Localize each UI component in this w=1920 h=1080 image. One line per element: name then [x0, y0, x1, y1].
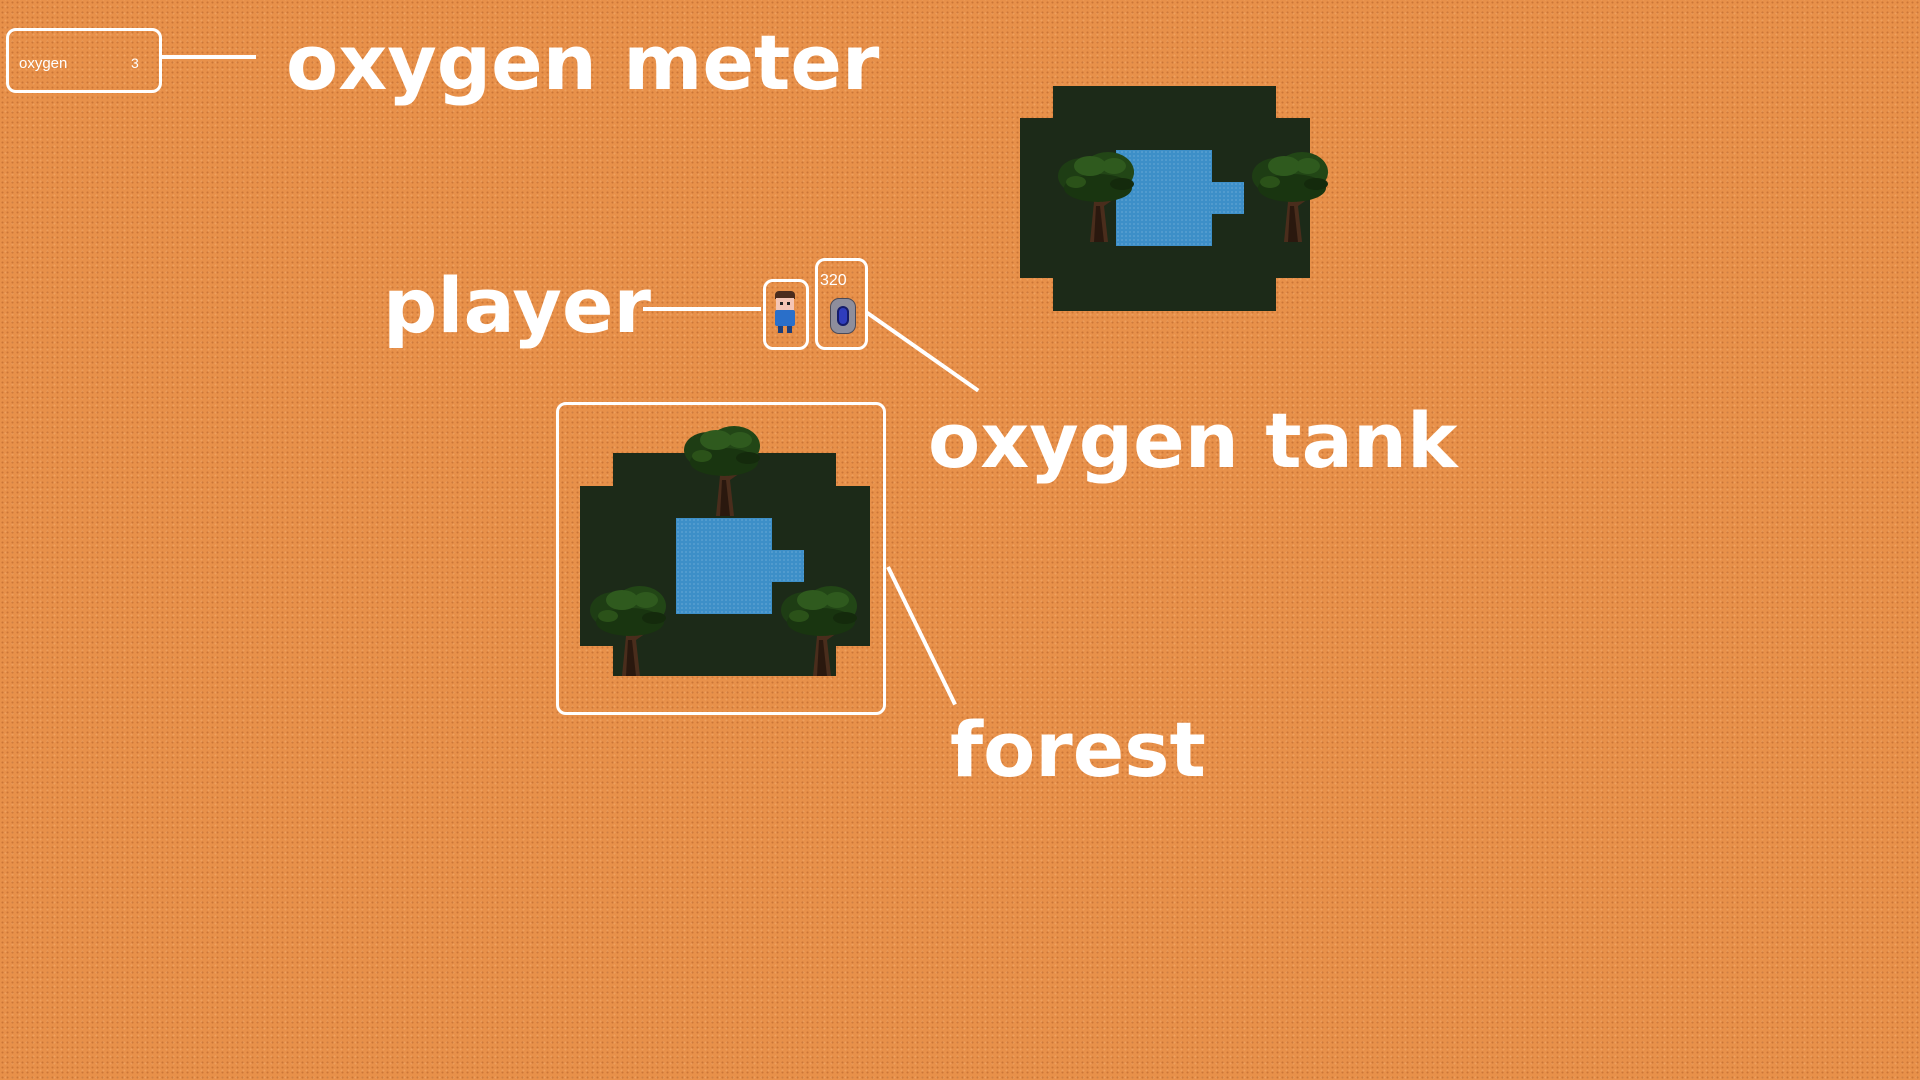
oxygen-tank-pointer-line [864, 310, 980, 393]
oxygen-meter: oxygen 3 [6, 28, 162, 93]
oxygen-meter-annotation: oxygen meter [286, 18, 880, 107]
forest-highlight [556, 402, 886, 715]
oxygen-tank-icon [830, 298, 856, 334]
oxygen-meter-label: oxygen [19, 55, 68, 72]
forest-center [580, 420, 870, 680]
forest-pointer-line [886, 566, 957, 706]
tree-icon [676, 420, 772, 516]
oxygen-tank-value: 320 [820, 272, 847, 289]
player-pointer-line [643, 307, 761, 311]
player-highlight [763, 279, 809, 350]
oxygen-tank-annotation: oxygen tank [928, 396, 1458, 485]
pond [770, 550, 804, 582]
tree-icon [773, 580, 869, 676]
player-sprite-icon [770, 290, 800, 334]
oxygen-meter-value: 3 [131, 55, 139, 71]
forest-annotation: forest [950, 705, 1206, 794]
player-annotation: player [383, 261, 651, 350]
oxygen-tank-highlight [815, 258, 868, 350]
oxygen-meter-pointer-line [162, 55, 256, 59]
tree-icon [582, 580, 678, 676]
pond [1210, 182, 1244, 214]
tree-icon [1050, 146, 1146, 242]
tree-icon [1244, 146, 1340, 242]
forest-top-right [1020, 86, 1340, 311]
pond [676, 518, 772, 614]
